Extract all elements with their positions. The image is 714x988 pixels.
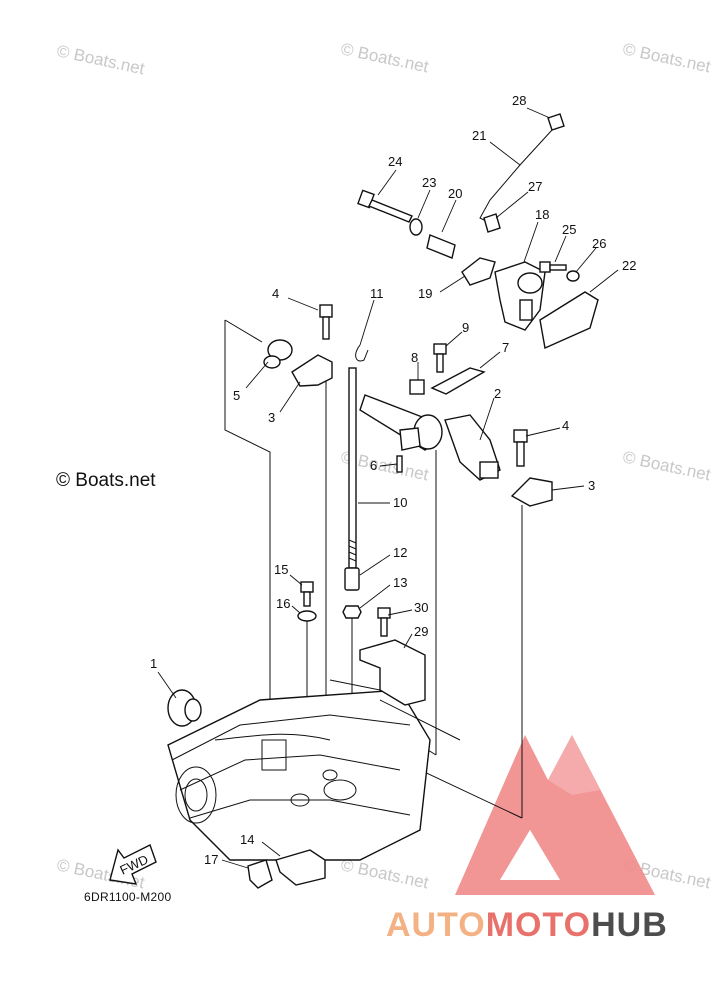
callout-5: 5 [233,388,240,403]
callout-3-right: 3 [588,478,595,493]
part-14-bracket [275,849,326,886]
callout-23: 23 [422,175,436,190]
callout-16: 16 [276,596,290,611]
callout-20: 20 [448,186,462,201]
callout-24: 24 [388,154,402,169]
part-20-collar [426,234,456,259]
callout-11: 11 [370,286,384,301]
brand-logo: AUTOMOTOHUB [386,906,668,945]
part-12-spacer [344,567,360,591]
part-29-bracket [359,639,426,706]
diagram-code: 6DR1100-M200 [84,890,172,904]
part-17-clip [247,859,273,889]
callout-4: 4 [272,286,279,301]
part-6-pin [396,455,403,473]
watermark: © Boats.net [621,447,712,484]
callout-25: 25 [562,222,576,237]
callout-14: 14 [240,832,254,847]
copyright-label: © Boats.net [56,470,156,491]
part-11-clip [355,344,369,362]
callout-3-left: 3 [268,410,275,425]
watermark: © Boats.net [621,39,712,76]
part-28-end [547,113,565,131]
logo-mark [455,735,655,895]
part-19-lever [461,257,496,286]
part-18-lever-assembly [494,261,546,331]
callout-17: 17 [204,852,218,867]
callout-2: 2 [494,386,501,401]
part-10-rod [348,367,357,569]
callout-6: 6 [370,458,377,473]
part-4-bolt-left [319,304,333,340]
part-3-holder-right [510,477,553,507]
callout-8: 8 [411,350,418,365]
callout-1: 1 [150,656,157,671]
callout-26: 26 [592,236,606,251]
leader-lines [157,107,619,869]
callouts: 28 21 24 23 20 27 18 25 26 22 19 4 11 9 … [150,93,636,867]
part-15-bolt [300,581,314,607]
part-1-grommet [167,689,202,727]
logo-part-auto: AUTO [386,906,486,944]
callout-30: 30 [414,600,428,615]
callout-29: 29 [414,624,428,639]
watermark: © Boats.net [55,41,146,78]
part-16-washer [297,610,317,622]
part-8-collar [409,379,425,395]
callout-12: 12 [393,545,407,560]
part-21-rod [479,129,553,223]
callout-21: 21 [472,128,486,143]
part-9-bolt [433,343,447,373]
part-5-collar [263,339,293,369]
watermark: © Boats.net [339,855,430,892]
part-27-clip [483,213,501,233]
callout-13: 13 [393,575,407,590]
part-7-plate [430,367,486,395]
part-13-nut [342,605,362,619]
callout-28: 28 [512,93,526,108]
callout-7: 7 [502,340,509,355]
part-4-bolt-right [513,429,528,467]
part-24-bolt [357,189,413,223]
part-26-washer [566,270,580,282]
part-2-shift-assembly [359,394,501,481]
part-23-washer [409,218,423,236]
fwd-arrow: FWD [109,844,157,885]
part-3-holder-left [291,354,333,387]
watermark: © Boats.net [339,39,430,76]
logo-part-moto: MOTO [485,906,592,944]
callout-22: 22 [622,258,636,273]
callout-4-right: 4 [562,418,569,433]
part-25-bolt [539,261,567,273]
callout-9: 9 [462,320,469,335]
lower-housing [167,689,461,861]
callout-10: 10 [393,495,407,510]
callout-18: 18 [535,207,549,222]
part-22-bracket [539,291,599,350]
callout-27: 27 [528,179,542,194]
logo-part-hub: HUB [591,906,668,944]
callout-19: 19 [418,286,432,301]
part-30-bolt [377,607,391,637]
callout-15: 15 [274,562,288,577]
